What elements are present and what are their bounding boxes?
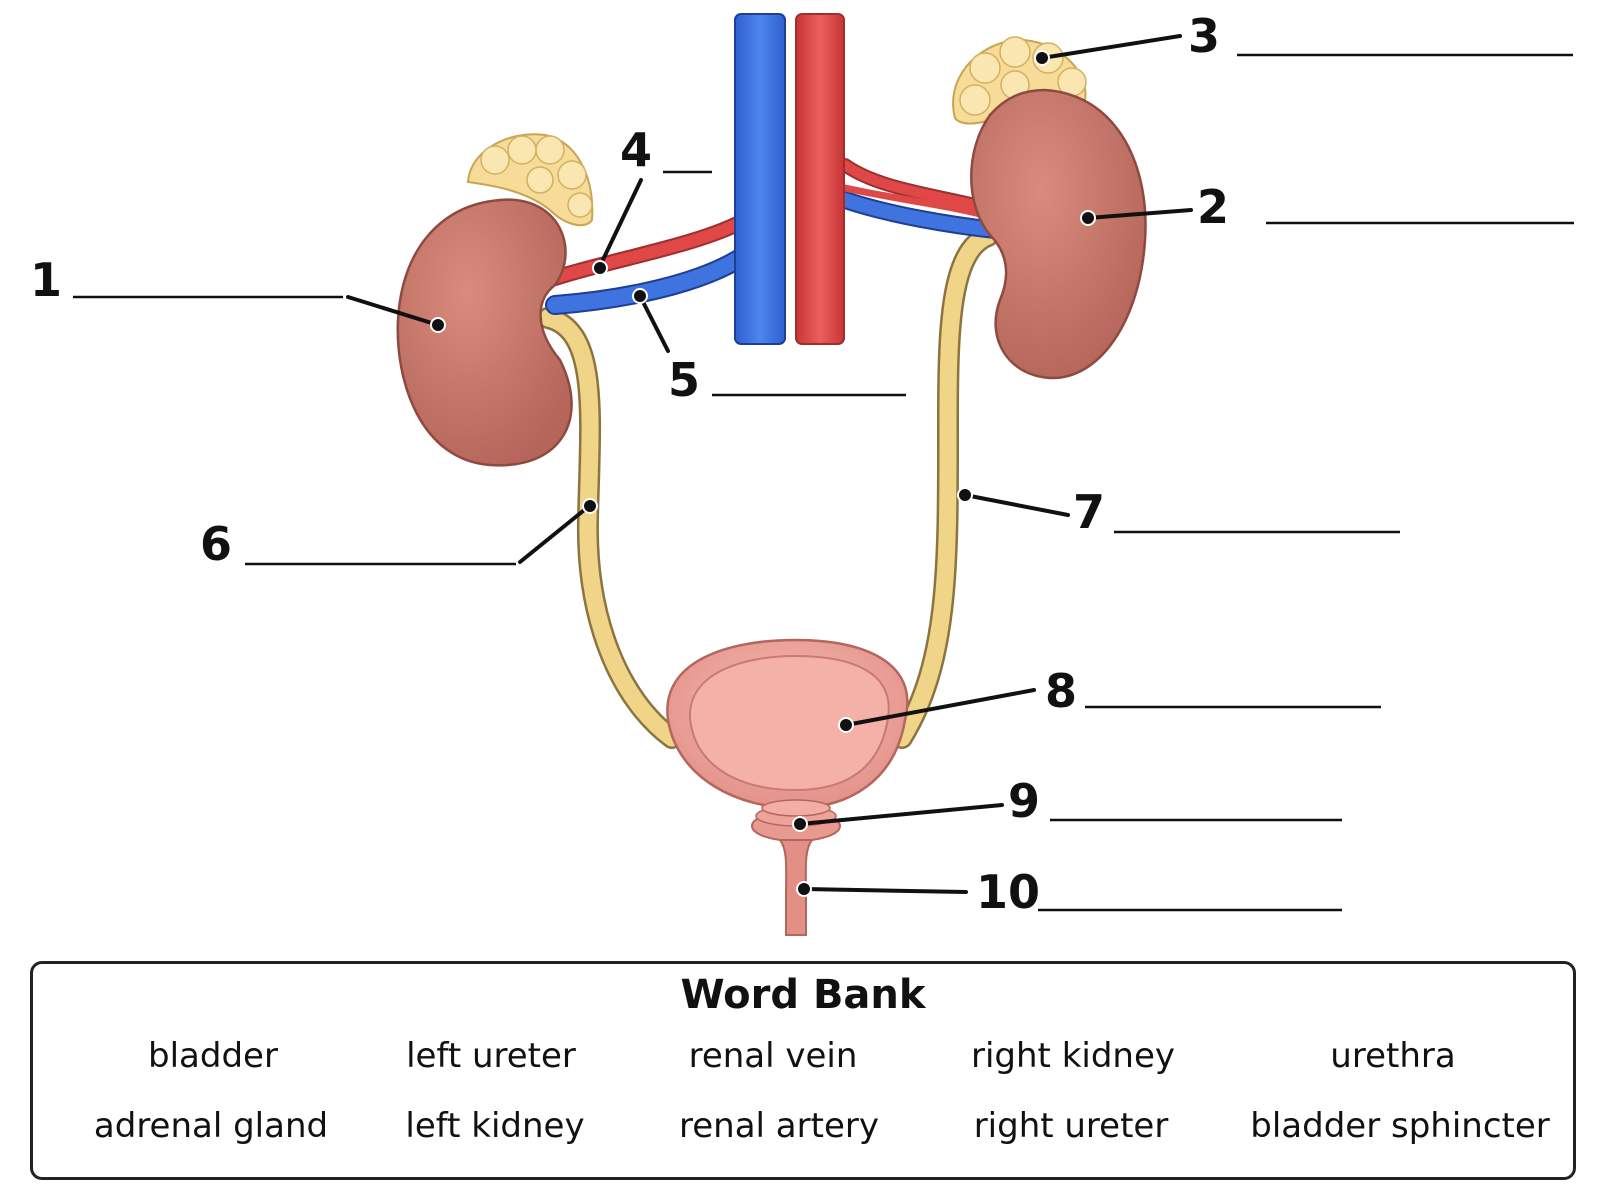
word-bank-term: left ureter <box>406 1036 576 1076</box>
renal-vessels-right <box>836 158 1004 239</box>
right-ureter <box>891 225 999 749</box>
label-7: 7 <box>957 485 1400 539</box>
label-3: 3 <box>1034 9 1573 66</box>
inferior-vena-cava <box>734 13 786 345</box>
aorta <box>795 13 845 345</box>
svg-text:6: 6 <box>200 517 232 571</box>
svg-text:7: 7 <box>1073 485 1105 539</box>
label-6: 6 <box>200 498 598 571</box>
left-adrenal-gland <box>466 133 594 227</box>
urinary-system-diagram: 1 2 3 4 5 6 7 <box>30 9 1574 936</box>
label-4: 4 <box>592 123 712 276</box>
word-bank-term: adrenal gland <box>93 1106 329 1146</box>
label-10: 10 <box>796 865 1342 919</box>
svg-text:3: 3 <box>1188 9 1220 63</box>
svg-text:10: 10 <box>976 865 1040 919</box>
word-bank-term: bladder sphincter <box>1250 1106 1550 1146</box>
svg-text:4: 4 <box>620 123 652 177</box>
renal-vessels-left <box>545 212 755 315</box>
word-bank: Word Bank bladder left ureter renal vein… <box>30 961 1576 1180</box>
right-kidney <box>970 88 1147 380</box>
label-1: 1 <box>30 253 446 333</box>
label-8: 8 <box>838 664 1381 733</box>
word-bank-term: renal vein <box>688 1036 858 1076</box>
label-5: 5 <box>632 288 906 407</box>
word-bank-term: right ureter <box>973 1106 1169 1146</box>
label-9: 9 <box>792 774 1342 832</box>
svg-text:2: 2 <box>1197 180 1229 234</box>
svg-text:8: 8 <box>1045 664 1077 718</box>
word-bank-term: renal artery <box>679 1106 879 1146</box>
bladder <box>666 638 909 810</box>
word-bank-term: bladder <box>148 1036 278 1076</box>
svg-text:5: 5 <box>668 353 700 407</box>
urethra <box>777 839 815 936</box>
svg-text:1: 1 <box>30 253 62 307</box>
label-2: 2 <box>1080 180 1574 234</box>
svg-text:9: 9 <box>1008 774 1040 828</box>
left-kidney <box>396 198 573 467</box>
word-bank-title: Word Bank <box>680 972 926 1018</box>
word-bank-term: right kidney <box>971 1036 1175 1076</box>
word-bank-term: left kidney <box>405 1106 585 1146</box>
left-ureter <box>537 307 683 749</box>
word-bank-term: urethra <box>1330 1036 1456 1076</box>
